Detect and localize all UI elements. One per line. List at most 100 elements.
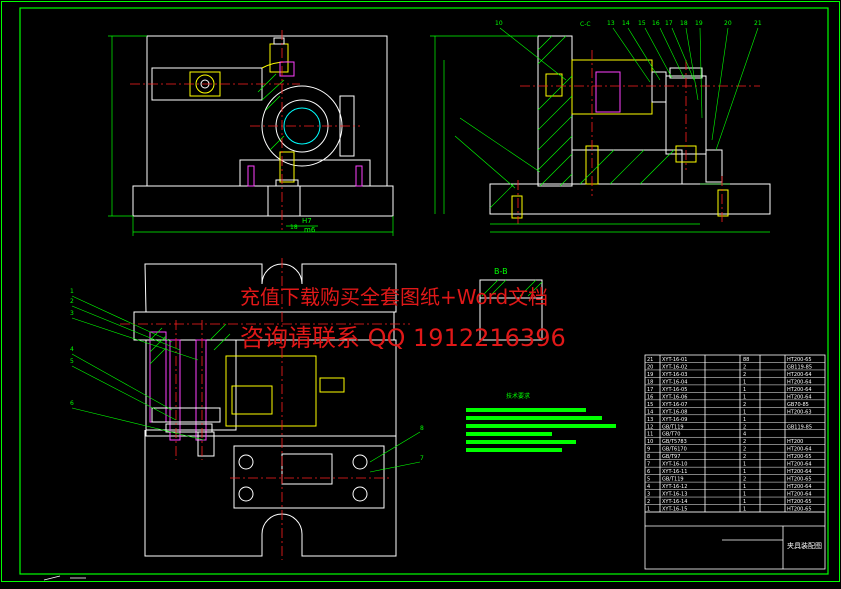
parts-cell-code: GB/T119 — [662, 424, 684, 430]
parts-cell-code: GB/T119 — [662, 477, 684, 483]
parts-cell-code: GB/T97 — [662, 454, 680, 460]
parts-cell-qty: 2 — [743, 424, 746, 430]
parts-cell-qty: 88 — [743, 357, 749, 363]
parts-cell-qty: 2 — [743, 402, 746, 408]
parts-cell-mat: GB119-85 — [787, 424, 812, 430]
parts-cell-qty: 2 — [743, 372, 746, 378]
fit-label-h7: H7 — [302, 217, 312, 225]
parts-list-frame — [644, 354, 826, 570]
parts-cell-mat: HT200-65 — [787, 477, 812, 483]
svg-text:15: 15 — [638, 20, 646, 27]
parts-cell-no: 1 — [647, 507, 650, 513]
front-view-centerlines — [130, 30, 360, 230]
section-bb-label: B-B — [494, 267, 508, 276]
parts-cell-mat: GB119-85 — [787, 364, 812, 370]
parts-cell-code: XYT-16-08 — [662, 409, 687, 415]
side-section-dims — [430, 35, 770, 233]
tech-req-lines — [466, 408, 616, 452]
parts-cell-no: 9 — [647, 447, 650, 453]
watermark-line-2: 咨询请联系 QQ 1912216396 — [240, 324, 566, 352]
parts-cell-qty: 1 — [743, 484, 746, 490]
parts-cell-code: XYT-16-10 — [662, 462, 687, 468]
bb-hatch — [481, 279, 543, 297]
parts-cell-code: XYT-16-01 — [662, 357, 687, 363]
svg-text:14: 14 — [622, 20, 630, 27]
section-cc-label: C-C — [580, 21, 591, 28]
parts-cell-no: 14 — [647, 409, 653, 415]
svg-text:17: 17 — [665, 20, 673, 27]
parts-cell-qty: 1 — [743, 492, 746, 498]
svg-text:7: 7 — [420, 455, 424, 462]
parts-cell-code: GB/T70 — [662, 432, 680, 438]
parts-cell-no: 10 — [647, 439, 653, 445]
parts-cell-no: 2 — [647, 499, 650, 505]
front-view-dims — [108, 35, 394, 236]
parts-cell-qty: 1 — [743, 462, 746, 468]
tech-req-title: 技术要求 — [506, 392, 530, 400]
parts-cell-no: 16 — [647, 394, 653, 400]
svg-text:18: 18 — [680, 20, 688, 27]
parts-cell-mat: HT200-64 — [787, 492, 812, 498]
parts-cell-qty: 4 — [743, 432, 746, 438]
parts-cell-no: 18 — [647, 379, 653, 385]
svg-text:6: 6 — [70, 400, 74, 407]
svg-text:8: 8 — [420, 425, 424, 432]
parts-cell-qty: 1 — [743, 499, 746, 505]
parts-cell-mat: HT200 — [787, 439, 803, 445]
parts-cell-no: 17 — [647, 387, 653, 393]
parts-cell-no: 4 — [647, 484, 650, 490]
parts-cell-mat: HT200-64 — [787, 484, 812, 490]
parts-cell-qty: 2 — [743, 439, 746, 445]
plan-view-hatch — [149, 323, 231, 365]
side-section-hatch — [489, 35, 730, 209]
parts-cell-no: 15 — [647, 402, 653, 408]
parts-cell-code: XYT-16-14 — [662, 499, 687, 505]
parts-cell-code: XYT-16-15 — [662, 507, 687, 513]
corner-marks — [43, 575, 86, 581]
parts-cell-mat: HT200-64 — [787, 462, 812, 468]
parts-cell-qty: 1 — [743, 469, 746, 475]
title-block-name: 夹具装配图 — [787, 541, 822, 550]
parts-cell-qty: 2 — [743, 477, 746, 483]
parts-cell-mat: HT200-64 — [787, 394, 812, 400]
parts-cell-no: 7 — [647, 462, 650, 468]
svg-text:19: 19 — [695, 20, 703, 27]
parts-cell-qty: 1 — [743, 409, 746, 415]
parts-cell-no: 6 — [647, 469, 650, 475]
parts-cell-no: 8 — [647, 454, 650, 460]
side-section-centerlines — [517, 50, 760, 224]
svg-text:5: 5 — [70, 358, 74, 365]
parts-cell-qty: 1 — [743, 417, 746, 423]
parts-cell-code: XYT-16-05 — [662, 387, 687, 393]
fit-label-m6: m6 — [304, 226, 316, 234]
parts-cell-code: XYT-16-04 — [662, 379, 687, 385]
plan-view — [133, 263, 397, 557]
parts-cell-mat: HT200-65 — [787, 454, 812, 460]
parts-cell-code: XYT-16-02 — [662, 364, 687, 370]
parts-cell-qty: 2 — [743, 454, 746, 460]
parts-cell-code: XYT-16-12 — [662, 484, 687, 490]
plan-view-leaders — [71, 295, 421, 473]
parts-cell-qty: 1 — [743, 394, 746, 400]
parts-cell-mat: HT200-64 — [787, 372, 812, 378]
svg-text:4: 4 — [70, 346, 74, 353]
parts-cell-mat: HT200-64 — [787, 387, 812, 393]
parts-cell-code: GB/T5783 — [662, 439, 687, 445]
watermark-line-1: 充值下载购买全套图纸+Word文档 — [240, 285, 549, 309]
svg-text:2: 2 — [70, 298, 74, 305]
parts-cell-code: XYT-16-07 — [662, 402, 687, 408]
svg-text:21: 21 — [754, 20, 762, 27]
svg-text:16: 16 — [652, 20, 660, 27]
svg-text:1: 1 — [70, 288, 74, 295]
svg-text:20: 20 — [724, 20, 732, 27]
parts-cell-qty: 1 — [743, 379, 746, 385]
parts-cell-no: 21 — [647, 357, 653, 363]
parts-cell-mat: HT200-63 — [787, 409, 812, 415]
side-section-view — [489, 35, 771, 219]
plan-view-centerlines — [120, 258, 410, 560]
parts-cell-no: 19 — [647, 372, 653, 378]
parts-cell-qty: 2 — [743, 364, 746, 370]
front-view — [132, 35, 394, 217]
